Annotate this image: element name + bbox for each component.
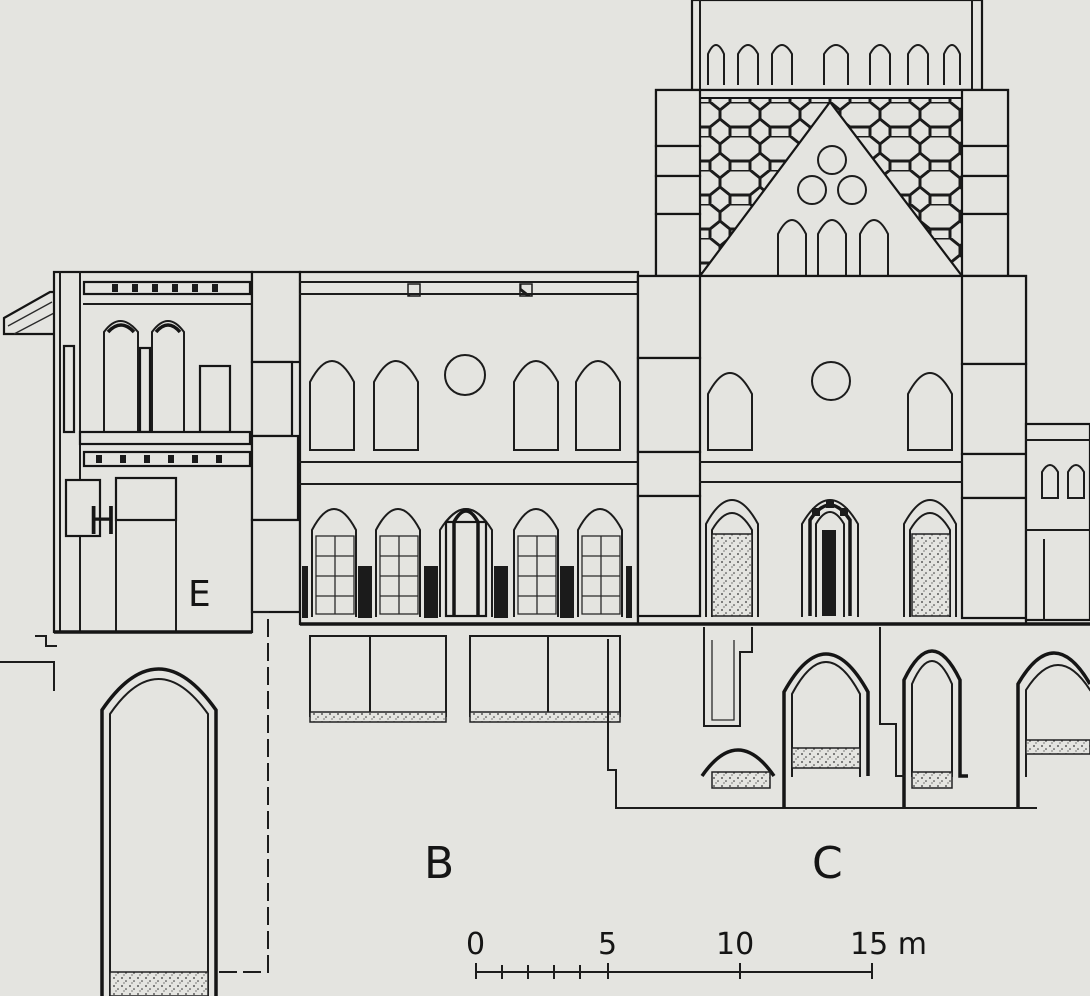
left-wing-section: [0, 270, 254, 691]
hall-upper-windows: [309, 354, 621, 451]
adjoining-building: [1024, 422, 1090, 622]
gable-windows: [707, 361, 953, 451]
label-e: E: [188, 574, 211, 615]
hall-basement: [309, 635, 621, 723]
label-c: C: [812, 838, 843, 889]
left-cellar-arch: [100, 611, 269, 996]
right-tower-section: [607, 0, 1090, 809]
c-arcade: [705, 499, 957, 617]
loggia-arches: [62, 320, 232, 434]
c-undercroft: [607, 627, 1090, 809]
label-h: H: [88, 499, 117, 543]
left-pier: [250, 270, 302, 614]
label-b: B: [424, 838, 454, 889]
scale-tick-0: 0: [466, 927, 485, 962]
hall-lower-arcade: [302, 508, 632, 618]
scale-tick-10: 10: [716, 927, 754, 962]
scale-tick-5: 5: [598, 927, 617, 962]
central-hall-section: [298, 270, 640, 723]
scale-tick-15m: 15 m: [850, 927, 927, 962]
scale-bar: 0 5 10 15 m: [466, 927, 927, 979]
